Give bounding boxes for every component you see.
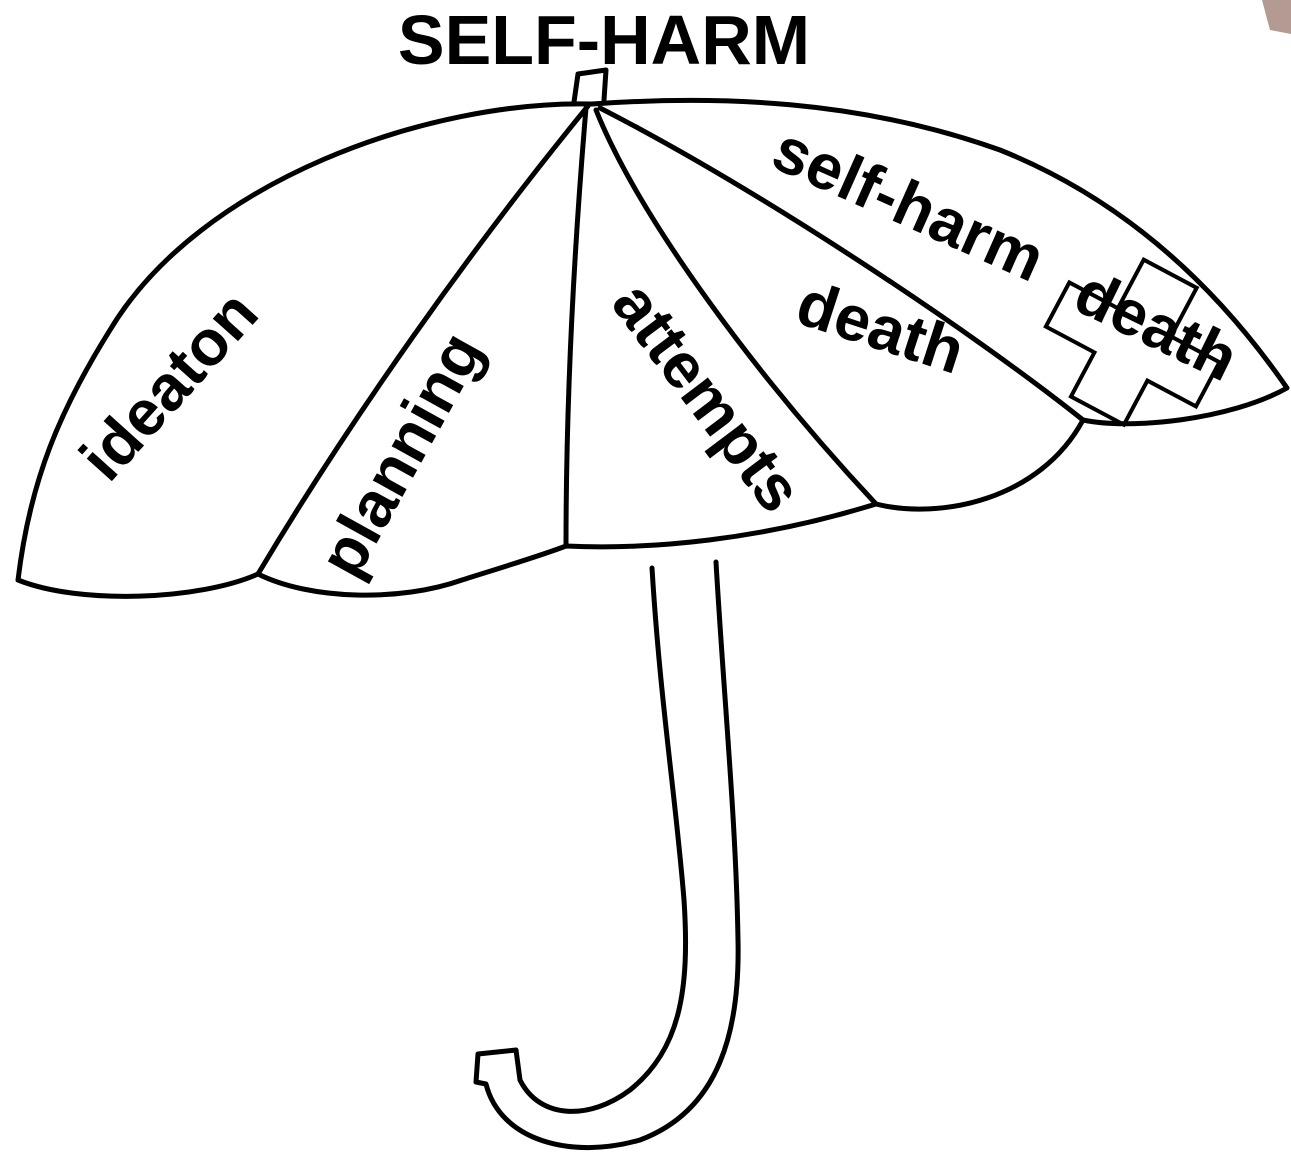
diagram-title: SELF-HARM: [398, 1, 810, 79]
corner-accent: [1262, 0, 1291, 34]
segment-label-self-harm: self-harm: [763, 112, 1055, 295]
segment-label-death-crossed: death: [1064, 255, 1249, 395]
segment-label-death: death: [789, 266, 974, 387]
umbrella-rib-2: [566, 108, 586, 546]
umbrella-handle: [476, 562, 738, 1148]
segment-label-ideaton: ideaton: [66, 277, 272, 494]
